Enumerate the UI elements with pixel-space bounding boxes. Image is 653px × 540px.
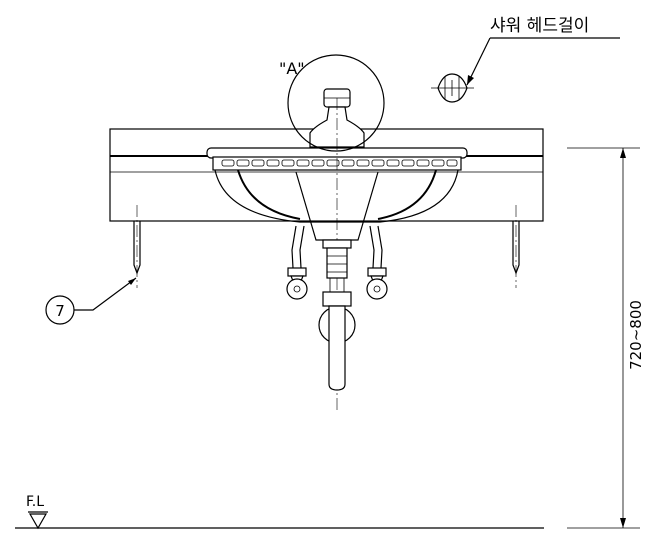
item-number-label: 7 (55, 302, 65, 320)
shower-head-leader (466, 37, 620, 86)
detail-a-circle (287, 54, 385, 152)
height-dimension-label: 720~800 (627, 300, 645, 370)
detail-a-label: "A" (279, 59, 305, 78)
shower-head-holder (431, 73, 474, 103)
leg-left (133, 205, 141, 288)
supply-valve-right (366, 225, 388, 300)
floor-level-triangle-icon (28, 511, 48, 530)
leg-right (512, 205, 520, 288)
supply-valve-left (286, 225, 308, 300)
shower-head-holder-label: 샤워 헤드걸이 (490, 16, 589, 36)
drain-trap (295, 171, 379, 391)
item-balloon-icon (45, 277, 137, 325)
height-dimension (567, 147, 640, 529)
overflow-slots (221, 159, 458, 167)
floor-level-label: F.L (26, 494, 44, 510)
